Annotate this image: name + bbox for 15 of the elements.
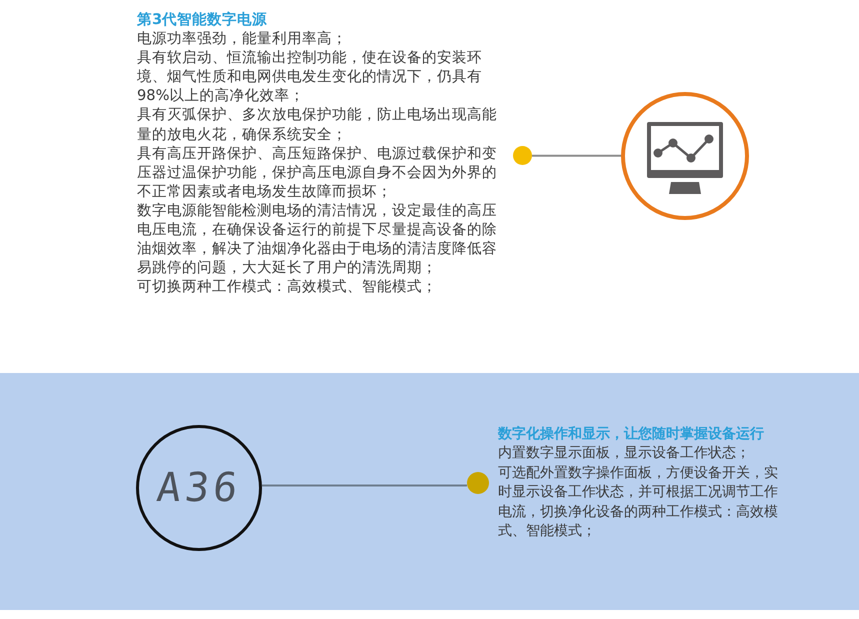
feature-text: 可选配外置数字操作面板，方便设备开关，实时显示设备工作状态，并可根据工况调节工作电流，切换净化设备的两种工作模式：高效模式、智能模式； xyxy=(498,464,779,542)
section-heading: 数字化操作和显示，让您随时掌握设备运行 xyxy=(498,425,765,444)
connector-line xyxy=(262,484,467,486)
feature-text: 具有高压开路保护、高压短路保护、电源过载保护和变压器过温保护功能，保护高压电源自身不会因为外界的不正常因素或者电场发生故障而损坏； xyxy=(137,144,498,201)
feature-text: 可切换两种工作模式：高效模式、智能模式； xyxy=(137,277,438,296)
display-circle xyxy=(136,425,262,551)
section-heading: 第3代智能数字电源 xyxy=(137,10,268,30)
feature-text: 电源功率强劲，能量利用率高； xyxy=(137,29,348,48)
connector-line xyxy=(532,154,621,157)
display-readout: A36 xyxy=(154,465,244,511)
feature-text: 数字电源能智能检测电场的清洁情况，设定最佳的高压电压电流，在确保设备运行的前提下尽量提高设备的除油烟效率，解决了油烟净化器由于电场的清洁度降低容易跳停的问题，大大延长了用户的清洗周期； xyxy=(137,200,498,278)
feature-text: 具有软启动、恒流输出控制功能，使在设备的安装环境、烟气性质和电网供电发生变化的情况下，仍具有98%以上的高净化效率； xyxy=(137,48,483,106)
feature-text: 内置数字显示面板，显示设备工作状态； xyxy=(498,444,751,464)
feature-text: 具有灭弧保护、多次放电保护功能，防止电场出现高能量的放电火花，确保系统安全； xyxy=(137,105,498,144)
connector-dot xyxy=(513,146,532,165)
